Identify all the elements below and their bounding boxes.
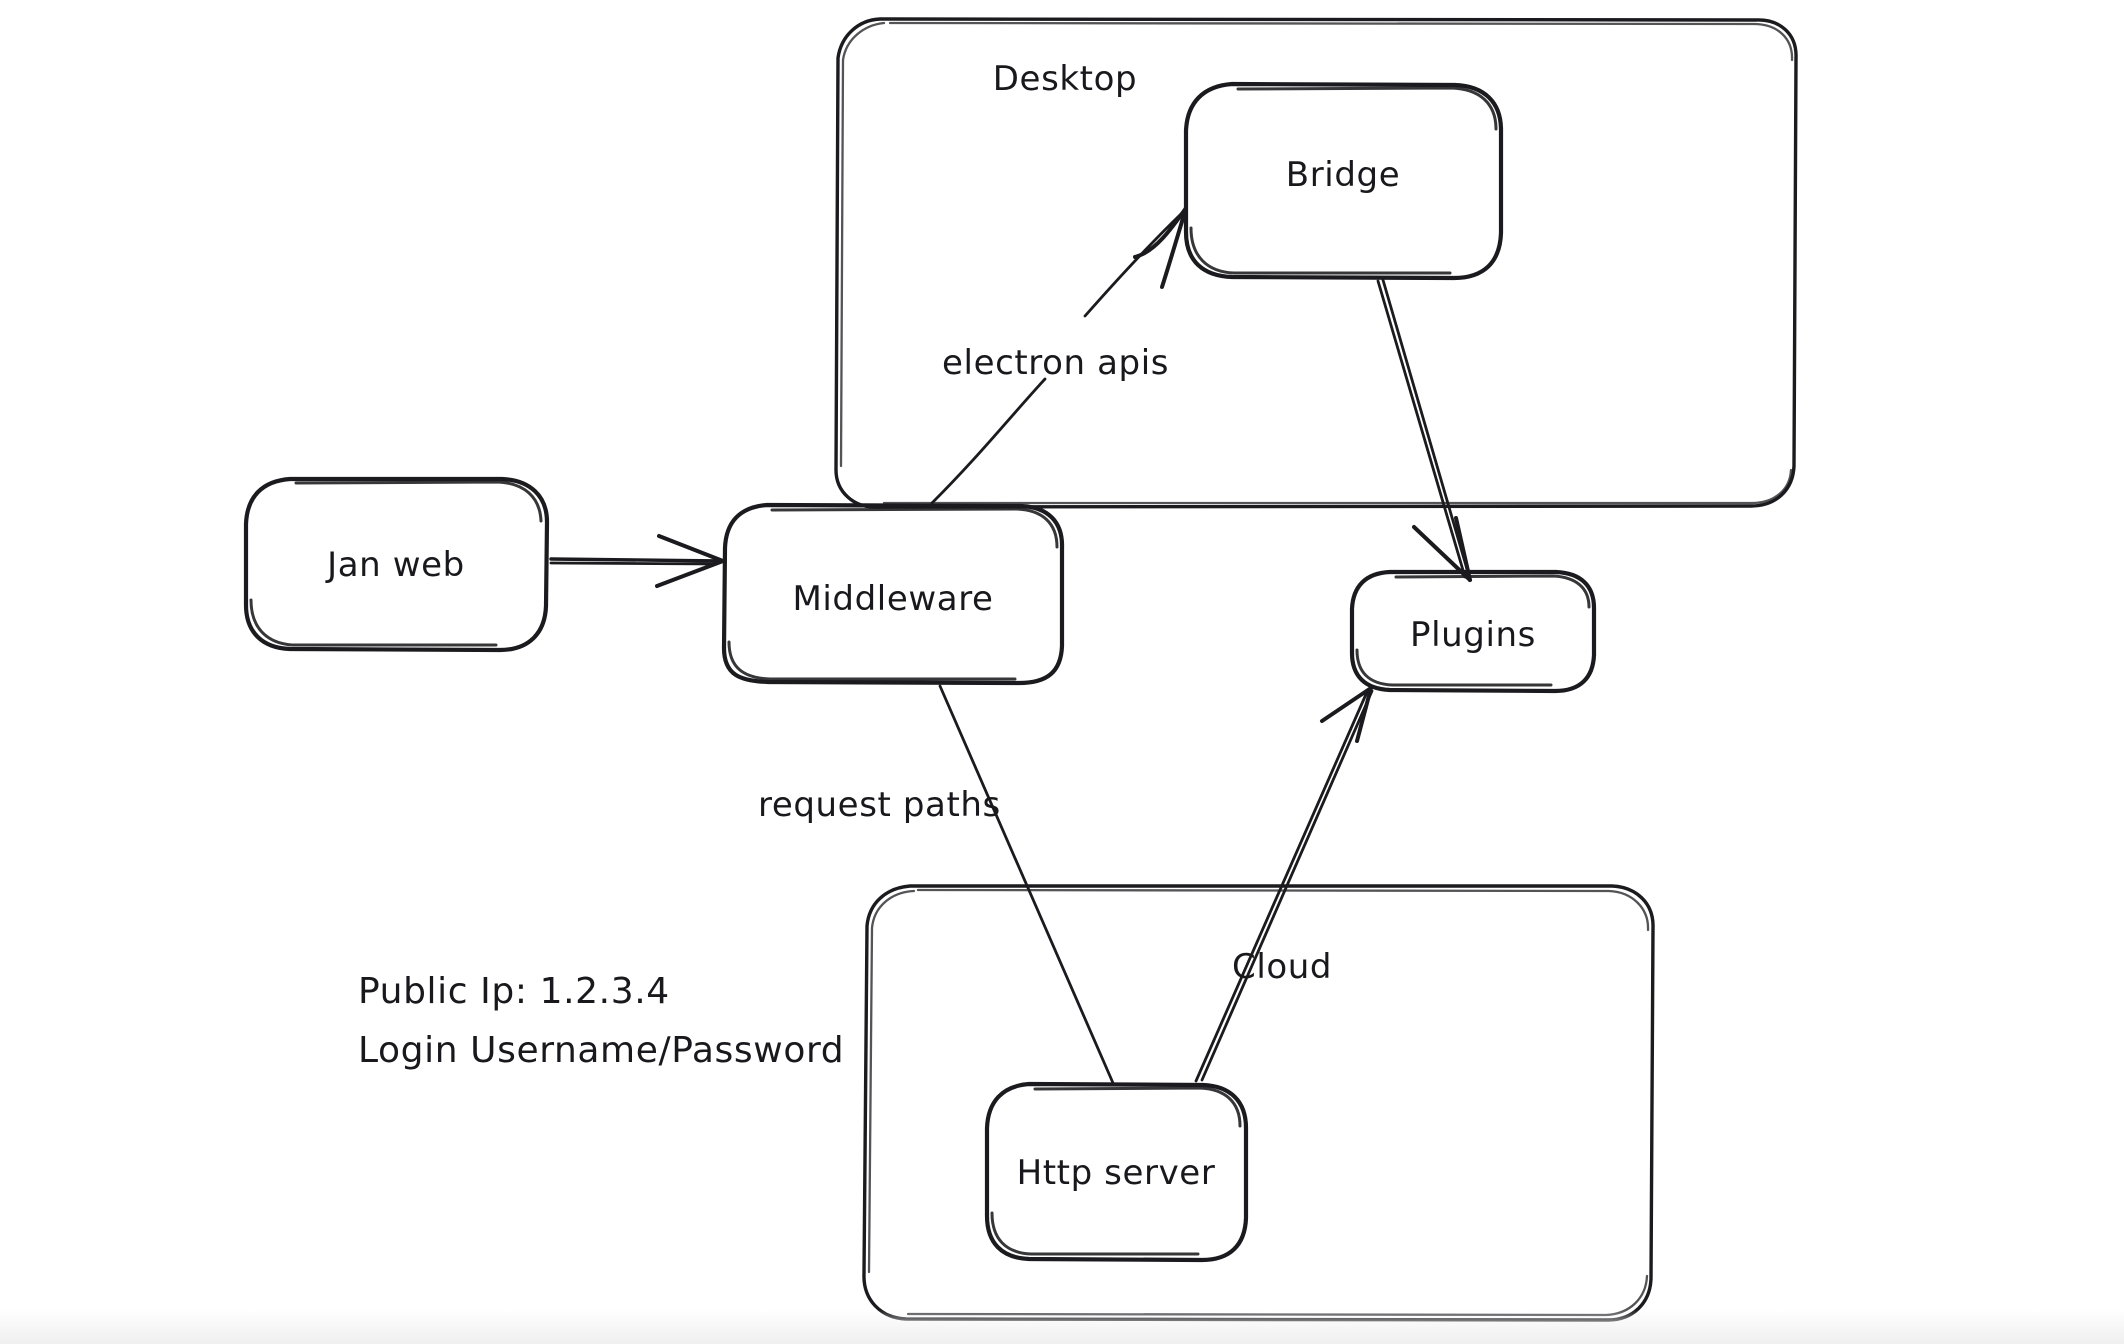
edge-middleware-to-bridge-arrowhead-left — [1133, 206, 1188, 259]
edge-bridge-to-plugins-arrowhead-right — [1454, 516, 1472, 582]
edge-http-server-to-plugins: Cloud — [1194, 686, 1374, 1083]
edge-jan-web-to-middleware-arrowhead — [655, 534, 725, 588]
node-middleware-outline — [721, 502, 1065, 686]
note-login-line: Login Username/Password — [358, 1030, 844, 1071]
edge-http-server-to-plugins-label: Cloud — [1232, 947, 1332, 987]
edge-jan-web-to-middleware-line-b — [549, 561, 718, 566]
note-credentials: Public Ip: 1.2.3.4 Login Username/Passwo… — [358, 971, 844, 1071]
edge-http-server-to-plugins-arrowhead-right — [1355, 686, 1373, 743]
node-plugins-outline-secondary — [1355, 574, 1591, 687]
edge-bridge-to-plugins — [1376, 278, 1472, 582]
edge-middleware-to-http-server-label: request paths — [758, 785, 1001, 825]
node-plugins[interactable]: Plugins — [1349, 569, 1597, 694]
edge-middleware-to-bridge: electron apis — [930, 206, 1188, 505]
group-desktop-outline — [834, 17, 1798, 509]
node-middleware-label: Middleware — [792, 579, 993, 619]
node-http-server-label: Http server — [1017, 1153, 1216, 1193]
edge-bridge-to-plugins-line — [1376, 279, 1467, 579]
node-plugins-outline — [1349, 569, 1597, 694]
edge-middleware-to-bridge-label: electron apis — [942, 343, 1169, 383]
edge-http-server-to-plugins-line-b — [1200, 689, 1374, 1082]
node-http-server-outline — [984, 1081, 1249, 1263]
edge-http-server-to-plugins-arrowhead-left — [1320, 686, 1373, 723]
edge-jan-web-to-middleware-line — [549, 557, 724, 563]
node-jan-web[interactable]: Jan web — [243, 476, 550, 653]
edge-bridge-to-plugins-line-b — [1381, 278, 1471, 578]
node-bridge-outline — [1183, 81, 1504, 281]
node-bridge-label: Bridge — [1286, 155, 1400, 195]
node-bridge[interactable]: Bridge — [1183, 81, 1504, 281]
node-jan-web-outline-secondary — [249, 480, 543, 647]
edge-jan-web-to-middleware — [549, 534, 725, 588]
edge-middleware-to-bridge-line-upper — [1083, 212, 1183, 318]
node-jan-web-outline — [243, 476, 550, 653]
note-public-ip-line: Public Ip: 1.2.3.4 — [358, 971, 670, 1012]
group-desktop-label: Desktop — [993, 59, 1137, 99]
edge-bridge-to-plugins-arrowhead-left — [1412, 525, 1472, 582]
node-http-server-outline-secondary — [990, 1086, 1242, 1256]
node-plugins-label: Plugins — [1410, 615, 1536, 655]
edge-middleware-to-http-server-line — [938, 684, 1115, 1085]
edge-middleware-to-http-server: request paths — [758, 684, 1115, 1085]
node-middleware-outline-secondary — [727, 507, 1059, 681]
node-http-server[interactable]: Http server — [984, 1081, 1249, 1263]
node-jan-web-label: Jan web — [325, 545, 465, 585]
group-desktop-outline-secondary — [839, 21, 1794, 505]
group-desktop — [834, 17, 1798, 509]
node-bridge-outline-secondary — [1189, 86, 1498, 275]
node-middleware[interactable]: Middleware — [721, 502, 1065, 686]
edge-middleware-to-bridge-arrowhead-right — [1160, 206, 1188, 289]
edge-middleware-to-bridge-line-lower — [930, 377, 1047, 505]
edge-http-server-to-plugins-line — [1194, 690, 1369, 1083]
